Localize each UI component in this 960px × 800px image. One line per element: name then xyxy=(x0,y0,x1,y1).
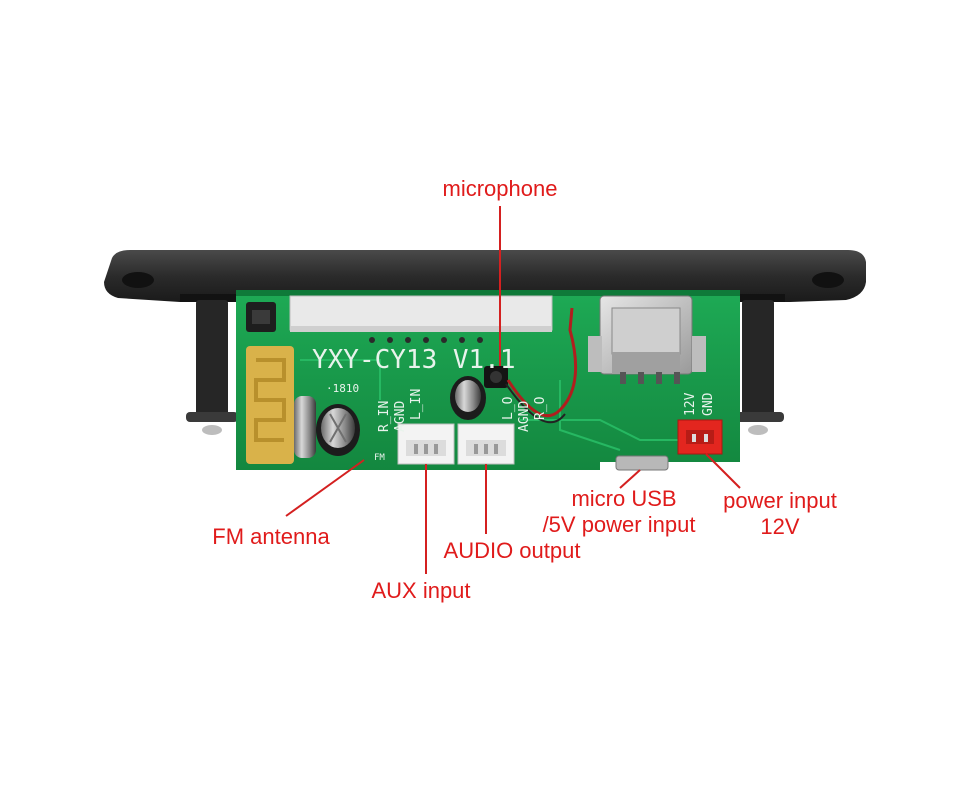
silk-model: YXY-CY13 V1.1 xyxy=(312,345,516,375)
audio-connector-icon xyxy=(457,423,515,465)
label-micro-usb-line2: /5V power input xyxy=(542,512,696,537)
silk-agnd-2: AGND xyxy=(517,401,532,432)
crystal-icon xyxy=(294,396,316,458)
ir-sensor xyxy=(246,302,276,332)
silk-date-code: ·1810 xyxy=(326,382,359,395)
display-connector xyxy=(289,295,553,343)
silk-agnd-1: AGND xyxy=(393,401,408,432)
silk-l-in: L_IN xyxy=(409,389,424,420)
leader-micro-usb xyxy=(619,469,641,489)
label-aux-input: AUX input xyxy=(371,578,471,603)
label-micro-usb-line1: micro USB xyxy=(571,486,677,511)
leader-power-input xyxy=(705,453,741,489)
silkscreen: YXY-CY13 V1.1 ·1810 FM R_IN AGND L_IN L_… xyxy=(312,345,716,463)
mounting-posts xyxy=(186,300,784,435)
microphone-icon xyxy=(484,307,578,424)
label-power-input-line1: power input xyxy=(723,488,837,513)
silk-fm-mark: FM xyxy=(374,453,385,463)
leader-fm-antenna xyxy=(285,459,365,517)
silk-r-o: R_O xyxy=(533,396,548,420)
silk-r-in: R_IN xyxy=(377,401,392,432)
silk-12v: 12V xyxy=(683,392,698,416)
label-fm-antenna: FM antenna xyxy=(212,524,330,549)
power-connector-icon xyxy=(677,419,723,455)
label-microphone: microphone xyxy=(442,176,558,201)
leader-lines xyxy=(285,206,741,574)
antenna-pad-icon xyxy=(246,346,294,464)
silk-l-o: L_O xyxy=(501,396,516,420)
label-audio-output: AUDIO output xyxy=(443,538,581,563)
silk-gnd: GND xyxy=(701,392,716,416)
micro-usb-port-icon xyxy=(615,455,669,471)
label-power-input-line2: 12V xyxy=(760,514,800,539)
small-capacitor-icon xyxy=(450,376,486,420)
capacitor-icon xyxy=(316,404,360,456)
usb-port-icon xyxy=(588,295,706,384)
aux-connector-icon xyxy=(397,423,455,465)
